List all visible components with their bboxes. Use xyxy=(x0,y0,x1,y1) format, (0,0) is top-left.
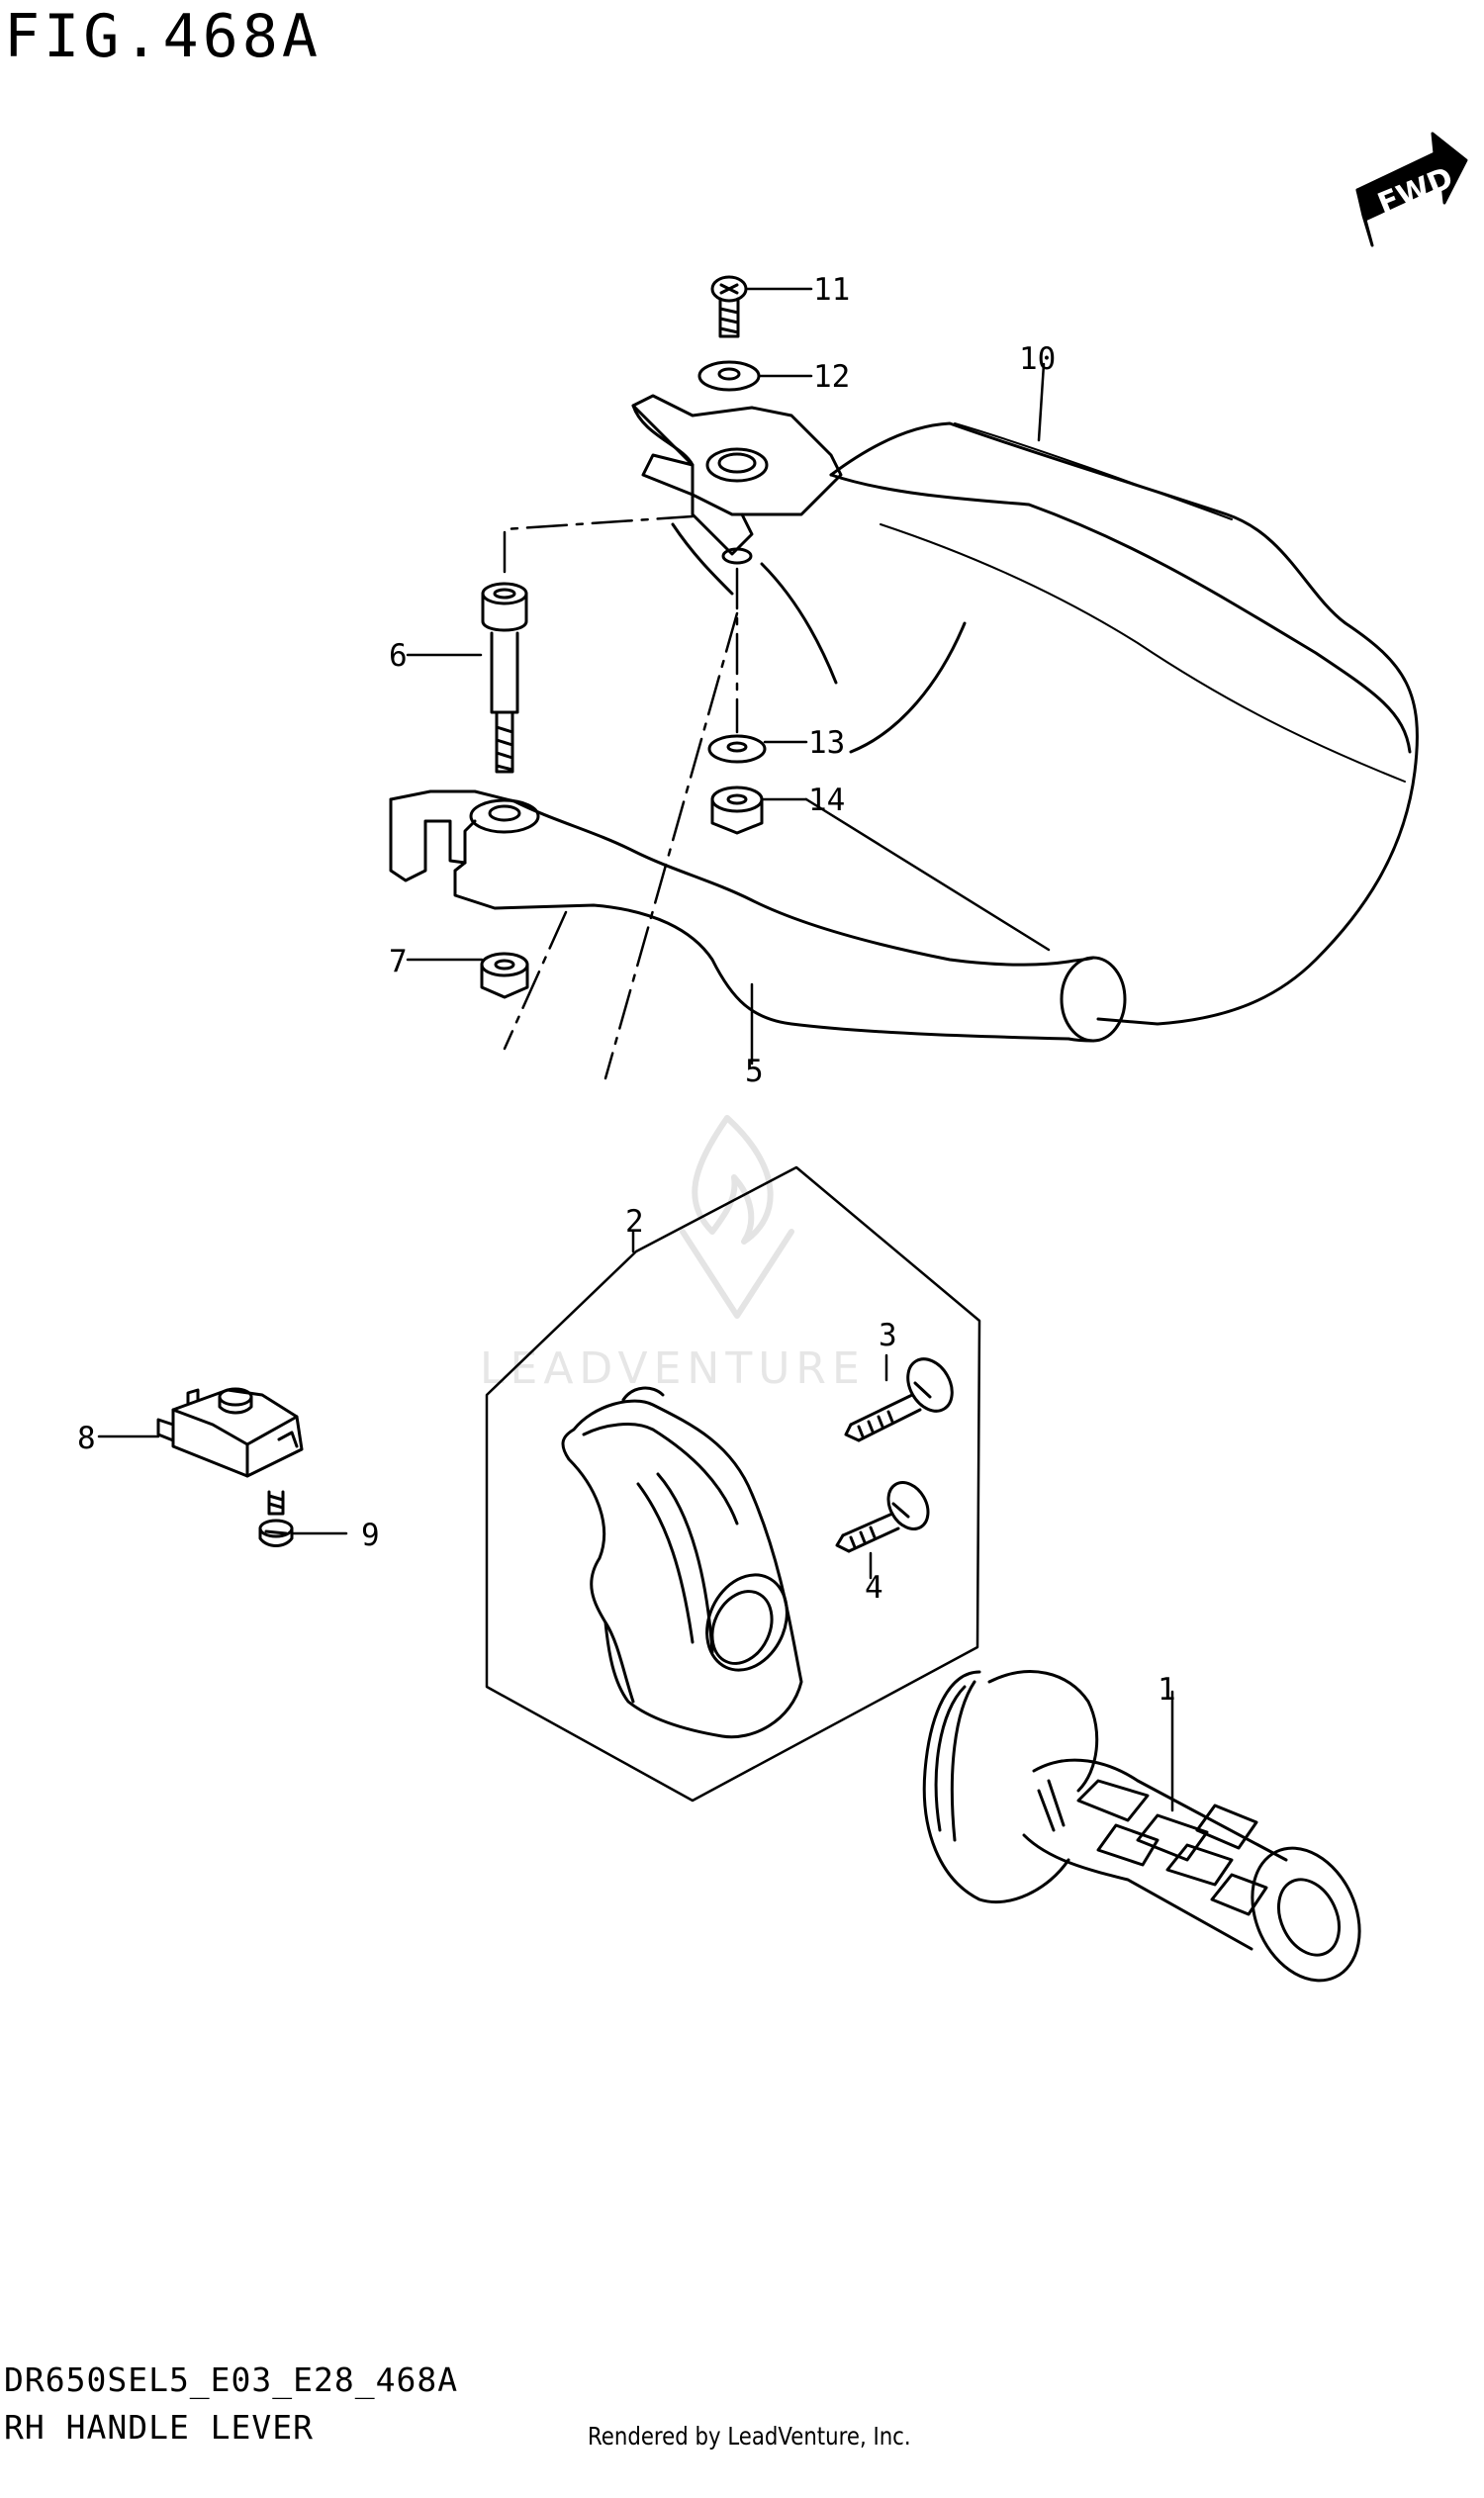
fwd-arrow-icon xyxy=(1355,132,1468,247)
part-10-hand-guard-icon xyxy=(760,421,1419,1026)
callout-11: 11 xyxy=(813,272,850,308)
part-2-hexagon-outline xyxy=(485,1165,981,1803)
callout-1: 1 xyxy=(1158,1672,1176,1708)
callout-14: 14 xyxy=(808,783,845,818)
part-5-brake-lever-icon xyxy=(389,789,1127,1043)
part-2-throttle-housing-icon xyxy=(561,1386,803,1739)
figure-title: FIG.468A xyxy=(4,2,322,71)
callout-8: 8 xyxy=(77,1421,96,1456)
part-6-bolt-icon xyxy=(481,582,528,774)
part-3-screw-icon xyxy=(844,1357,954,1442)
part-12-washer-icon xyxy=(697,360,761,392)
leader-lines xyxy=(97,287,1174,1812)
callout-4: 4 xyxy=(865,1570,883,1606)
callout-6: 6 xyxy=(389,638,408,674)
part-7-nut-icon xyxy=(480,952,529,999)
section-name: RH HANDLE LEVER xyxy=(4,2408,315,2447)
part-4-screw-icon xyxy=(835,1481,930,1553)
callout-10: 10 xyxy=(1019,341,1056,377)
callout-2: 2 xyxy=(625,1204,644,1240)
watermark-text: LEADVENTURE xyxy=(480,1343,866,1394)
part-1-throttle-grip-icon xyxy=(922,1670,1361,1983)
callout-7: 7 xyxy=(389,944,408,979)
watermark-logo xyxy=(680,1115,794,1319)
model-code: DR650SEL5_E03_E28_468A xyxy=(4,2360,459,2399)
callout-3: 3 xyxy=(879,1318,897,1353)
callout-labels: 1 2 3 4 5 6 7 8 9 10 11 12 13 14 xyxy=(77,272,1176,1708)
callout-13: 13 xyxy=(808,725,845,761)
callout-5: 5 xyxy=(745,1054,764,1089)
hand-guard-bracket-icon xyxy=(631,394,843,596)
callout-12: 12 xyxy=(813,359,850,395)
render-credit: Rendered by LeadVenture, Inc. xyxy=(588,2422,911,2451)
callout-9: 9 xyxy=(361,1518,380,1553)
part-8-switch-icon xyxy=(156,1387,304,1478)
part-13-washer-icon xyxy=(707,734,767,764)
part-14-nut-icon xyxy=(710,786,764,835)
part-11-screw-icon xyxy=(710,275,748,338)
part-9-screw-icon xyxy=(258,1490,294,1547)
assembly-guide-lines xyxy=(503,514,739,1080)
